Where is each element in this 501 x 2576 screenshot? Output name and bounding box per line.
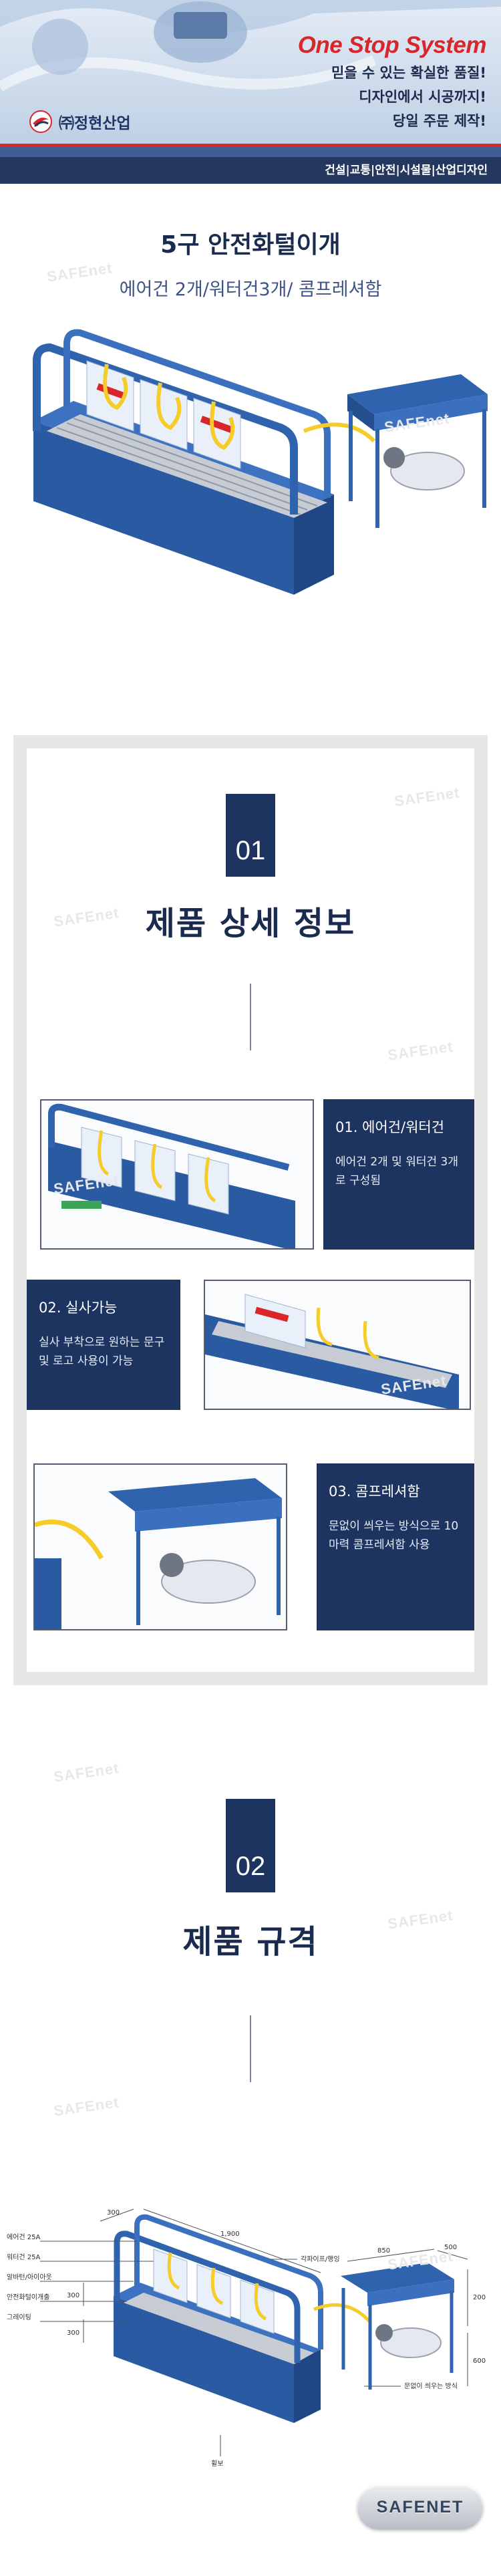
header-banner: One Stop System 믿을 수 있는 확실한 품질! 디자인에서 시공…	[0, 0, 501, 157]
feature-3: 03. 콤프레셔함 문없이 씌우는 방식으로 10마력 콤프레셔함 사용	[27, 1463, 474, 1637]
detail-section-title: 제품 상세 정보	[145, 905, 356, 942]
product-intro: 5구 안전화털이개 에어건 2개/워터건3개/ 콤프레셔함	[0, 184, 501, 301]
dim-length: 1,900	[220, 2231, 240, 2238]
safenet-logo-badge: SAFENET	[357, 2484, 484, 2530]
callout-wheel: 휠보	[211, 2459, 223, 2468]
feature-1-body: 에어건 2개 및 워터건 3개로 구성됨	[335, 1155, 459, 1187]
hero-product-illustration	[0, 314, 501, 628]
dim-cabinet-depth: 500	[444, 2244, 457, 2251]
banner-background-art	[0, 0, 501, 157]
spec-label-1: 에어건 25A	[7, 2233, 41, 2241]
tagline-3: 당일 주문 제작!	[392, 113, 486, 129]
dimension-illustration: 에어건 25A 워터건 25A 알바턴/아이아웃 안전화털이개출 그레이팅 30…	[7, 2208, 486, 2468]
spec-label-5: 그레이팅	[7, 2313, 31, 2321]
dim-cabinet-height-lower: 600	[473, 2357, 486, 2365]
dim-side-upper: 300	[67, 2292, 79, 2299]
detail-section: 01 제품 상세 정보 01. 에어건/워터건 에어건 2개 및 워터건 3개로…	[13, 735, 488, 1685]
spec-label-2: 워터건 25A	[7, 2253, 41, 2261]
tagline-2: 디자인에서 시공까지!	[359, 89, 486, 105]
dim-cabinet-width: 850	[377, 2247, 390, 2255]
feature-2-text-box: 02. 실사가능 실사 부착으로 원하는 문구 및 로고 사용이 가능	[27, 1280, 180, 1410]
spec-label-4: 안전화털이개출	[7, 2293, 49, 2301]
feature-1: 01. 에어건/워터건 에어건 2개 및 워터건 3개로 구성됨	[27, 1099, 474, 1253]
dim-side-lower: 300	[67, 2329, 79, 2337]
watermark: SAFEnet	[52, 1759, 120, 1785]
product-title: 5구 안전화털이개	[160, 231, 341, 259]
feature-2: 02. 실사가능 실사 부착으로 원하는 문구 및 로고 사용이 가능	[27, 1280, 474, 1433]
feature-1-text-box: 01. 에어건/워터건 에어건 2개 및 워터건 3개로 구성됨	[323, 1099, 474, 1250]
feature-1-image	[40, 1099, 314, 1250]
spec-number-badge: 02	[226, 1799, 275, 1892]
section-number-badge: 01	[226, 794, 275, 877]
feature-3-heading: 03. 콤프레셔함	[329, 1483, 420, 1499]
company-name: ㈜정현산업	[59, 115, 131, 132]
feature-3-image	[33, 1463, 287, 1630]
safenet-logo-text: SAFENET	[376, 2497, 464, 2517]
dim-depth: 300	[107, 2209, 120, 2216]
spec-section-title: 제품 규격	[182, 1923, 319, 1961]
callout-cover: 문없이 씌우는 방식	[404, 2382, 458, 2390]
spec-divider-line	[250, 2015, 251, 2082]
company-logo-icon	[29, 110, 52, 133]
divider-line	[250, 984, 251, 1050]
feature-2-image	[204, 1280, 471, 1410]
spec-dimension-drawing: 에어건 25A 워터건 25A 알바턴/아이아웃 안전화털이개출 그레이팅 30…	[0, 2142, 501, 2543]
spec-section: 02 제품 규격	[0, 1799, 501, 2543]
feature-2-heading: 02. 실사가능	[39, 1300, 118, 1316]
callout-pipe: 각파이프/행잉	[301, 2255, 340, 2263]
tagline-1: 믿을 수 있는 확실한 품질!	[331, 65, 486, 81]
dim-cabinet-height-upper: 200	[473, 2294, 486, 2301]
feature-3-text-box: 03. 콤프레셔함 문없이 씌우는 방식으로 10마력 콤프레셔함 사용	[317, 1463, 474, 1630]
feature-2-body: 실사 부착으로 원하는 문구 및 로고 사용이 가능	[39, 1336, 165, 1368]
category-bar: 건설|교통|안전|시설물|산업디자인	[0, 157, 501, 184]
company-logo: ㈜정현산업	[29, 110, 131, 133]
banner-color-strip	[0, 144, 501, 157]
shoe-cleaner-illustration	[33, 329, 488, 595]
banner-slogan-block: One Stop System 믿을 수 있는 확실한 품질! 디자인에서 시공…	[297, 32, 487, 131]
product-subtitle: 에어건 2개/워터건3개/ 콤프레셔함	[119, 279, 382, 300]
feature-1-heading: 01. 에어건/워터건	[335, 1119, 445, 1135]
feature-3-body: 문없이 씌우는 방식으로 10마력 콤프레셔함 사용	[329, 1520, 459, 1552]
slogan-text: One Stop System	[297, 32, 487, 58]
spec-label-3: 알바턴/아이아웃	[7, 2273, 52, 2281]
